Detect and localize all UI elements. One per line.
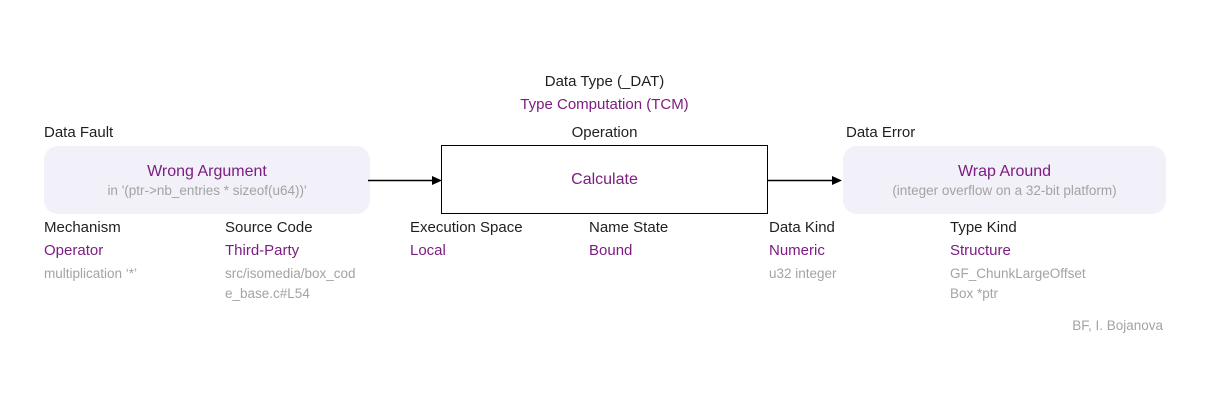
data-fault-box: Wrong Argument in '(ptr->nb_entries * si… bbox=[44, 146, 370, 214]
attribute-label: Mechanism bbox=[44, 219, 121, 236]
attribute-value: Bound bbox=[589, 242, 633, 259]
operation-box: Calculate bbox=[441, 145, 768, 214]
attribute-source-code: Source Code Third-Party src/isomedia/box… bbox=[225, 219, 395, 304]
error-name: Wrap Around bbox=[957, 162, 1052, 180]
attribute-data-kind: Data Kind Numeric u32 integer bbox=[769, 219, 939, 284]
attribution-text: BF, I. Bojanova bbox=[1072, 318, 1163, 333]
attribute-label: Execution Space bbox=[410, 219, 523, 236]
attribute-label: Name State bbox=[589, 219, 669, 236]
diagram-title: Data Type (_DAT) Type Computation (TCM) bbox=[441, 70, 768, 116]
attribute-type-kind: Type Kind Structure GF_ChunkLargeOffset … bbox=[950, 219, 1120, 304]
data-error-box: Wrap Around (integer overflow on a 32-bi… bbox=[843, 146, 1166, 214]
attribute-label: Data Kind bbox=[769, 219, 835, 236]
operation-label: Operation bbox=[571, 124, 638, 141]
attribute-value: Local bbox=[410, 242, 446, 259]
error-detail: (integer overflow on a 32-bit platform) bbox=[892, 182, 1117, 198]
data-error-label: Data Error bbox=[846, 124, 916, 141]
class-type-title: Data Type (_DAT) bbox=[544, 73, 665, 90]
operation-name: Calculate bbox=[571, 171, 638, 188]
fault-detail: in '(ptr->nb_entries * sizeof(u64))' bbox=[107, 182, 307, 198]
attribute-label: Type Kind bbox=[950, 219, 1017, 236]
arrow-operation-to-error-icon bbox=[768, 176, 842, 185]
attribute-name-state: Name State Bound bbox=[589, 219, 759, 264]
arrow-fault-to-operation-icon bbox=[368, 176, 442, 185]
bug-class-title: Type Computation (TCM) bbox=[520, 96, 689, 113]
attribute-detail: u32 integer bbox=[769, 266, 837, 281]
attribute-value: Structure bbox=[950, 242, 1011, 259]
attribute-mechanism: Mechanism Operator multiplication ‘*’ bbox=[44, 219, 214, 284]
attribute-value: Operator bbox=[44, 242, 104, 259]
attribute-detail: GF_ChunkLargeOffset Box *ptr bbox=[950, 266, 1086, 301]
data-fault-label: Data Fault bbox=[44, 124, 114, 141]
attribute-value: Numeric bbox=[769, 242, 825, 259]
attribute-execution-space: Execution Space Local bbox=[410, 219, 580, 264]
attribute-value: Third-Party bbox=[225, 242, 300, 259]
fault-name: Wrong Argument bbox=[147, 162, 267, 180]
attribute-label: Source Code bbox=[225, 219, 313, 236]
attribute-detail: src/isomedia/box_cod e_base.c#L54 bbox=[225, 266, 356, 301]
attribute-detail: multiplication ‘*’ bbox=[44, 266, 138, 281]
